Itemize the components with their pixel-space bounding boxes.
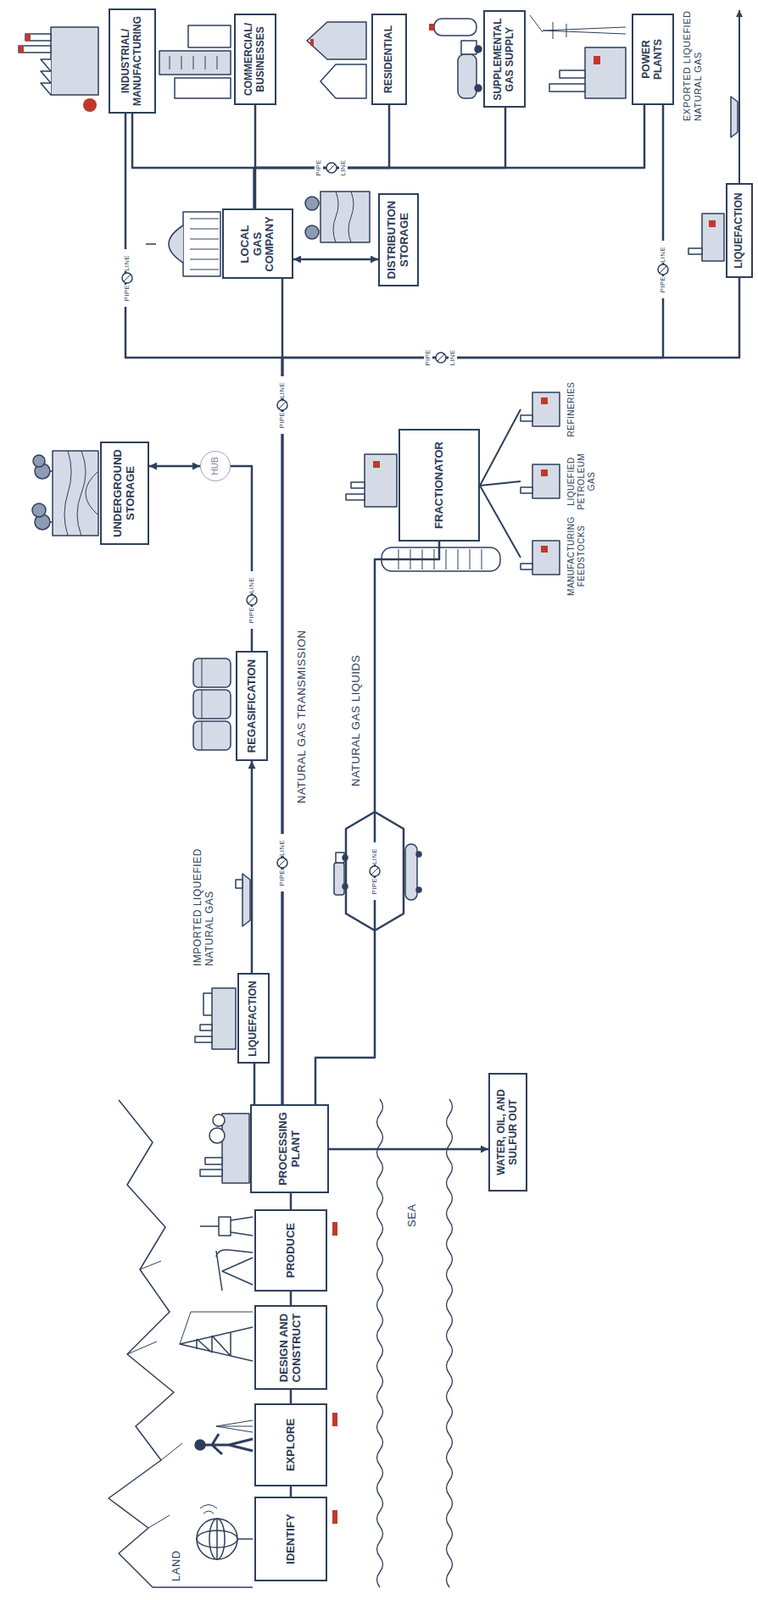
node-text: POWER PLANTS: [640, 20, 665, 99]
process-box: LIQUEFACTION: [237, 974, 270, 1065]
process-box: REGASIFICATION: [235, 651, 268, 762]
pipe-marker-text: PIPE: [278, 412, 287, 435]
flow-label: IMPORTED LIQUEFIED NATURAL GAS: [191, 839, 217, 967]
node-text: PROCESSING PLANT: [277, 1111, 303, 1188]
process-box: LIQUEFACTION: [725, 183, 753, 279]
node-text: RESIDENTIAL: [383, 25, 396, 94]
stage-box: EXPLORE: [254, 1404, 328, 1488]
pipeline-connector: [328, 1148, 489, 1152]
pipe-marker-text: LINE: [448, 346, 458, 369]
node-text: UNDERGROUND STORAGE: [111, 448, 138, 539]
customer-box: RESIDENTIAL: [371, 13, 407, 106]
pipe-marker-text: LINE: [658, 240, 668, 263]
hub-circle: HUB: [200, 451, 231, 482]
product-label: MANUFACTURING FEEDSTOCKS: [566, 516, 587, 597]
flow-label: EXPORTED LIQUEFIED NATURAL GAS: [681, 5, 704, 122]
process-box: FRACTIONATOR: [398, 429, 480, 542]
pipeline-connector: [254, 105, 645, 209]
region-label: SEA: [405, 1176, 419, 1228]
node-text: WATER, OIL, AND SULFUR OUT: [496, 1080, 520, 1186]
region-label: LAND: [169, 1531, 184, 1583]
output-box: WATER, OIL, AND SULFUR OUT: [488, 1073, 528, 1193]
node-text: REGASIFICATION: [245, 659, 259, 753]
pipeline-connector: [289, 1292, 293, 1306]
pipe-marker-text: PIPE: [658, 276, 668, 299]
pipeline-connector: [250, 761, 254, 974]
pipe-marker-text: LINE: [278, 376, 287, 399]
stage-box: PRODUCE: [254, 1209, 328, 1293]
node-text: PRODUCE: [284, 1223, 298, 1279]
pipe-marker-text: PIPE: [314, 156, 324, 179]
node-text: SUPPLEMENTAL GAS SUPPLY: [492, 17, 517, 102]
node-text: FRACTIONATOR: [433, 441, 446, 530]
node-text: DESIGN AND CONSTRUCT: [278, 1313, 304, 1385]
pipeline-connector: [289, 1487, 293, 1498]
pipe-marker-text: PIPE: [370, 878, 379, 901]
pipe-marker-text: LINE: [370, 842, 379, 865]
pipe-marker-text: LINE: [247, 571, 257, 594]
storage-box: UNDERGROUND STORAGE: [100, 441, 150, 546]
pipeline-connector: [289, 1390, 293, 1405]
process-box: PROCESSING PLANT: [250, 1104, 329, 1194]
pipe-marker-text: PIPE: [122, 284, 132, 307]
node-text: IDENTIFY: [284, 1514, 298, 1565]
node-text: LIQUEFACTION: [247, 980, 260, 1057]
customer-box: SUPPLEMENTAL GAS SUPPLY: [483, 11, 526, 109]
pipeline-connector: [132, 113, 255, 209]
node-text: COMMERCIAL/ BUSINESSES: [243, 20, 268, 99]
pipeline-connector: [149, 465, 201, 469]
pipeline-connector: [315, 541, 440, 1105]
product-label: LIQUEFIED PETROLEUM GAS: [566, 443, 597, 520]
pipeline-connector: [253, 1064, 257, 1105]
node-text: LOCAL GAS COMPANY: [239, 216, 278, 274]
company-box: LOCAL GAS COMPANY: [222, 209, 294, 280]
node-text: INDUSTRIAL/ MANUFACTURING: [120, 15, 145, 107]
pipe-marker-text: LINE: [122, 249, 132, 272]
node-text: LIQUEFACTION: [733, 192, 746, 268]
node-text: EXPLORE: [284, 1419, 298, 1472]
pipe-marker-text: PIPE: [278, 869, 287, 892]
product-label: REFINERIES: [566, 371, 577, 448]
pipeline-connector: [289, 1193, 293, 1210]
pipe-marker-text: PIPE: [247, 607, 257, 630]
flow-label: NATURAL GAS TRANSMISSION: [295, 574, 309, 804]
node-text: HUB: [210, 457, 221, 475]
flow-label: NATURAL GAS LIQUIDS: [349, 600, 363, 787]
pipe-marker-text: PIPE: [423, 346, 433, 369]
storage-box: DISTRIBUTION STORAGE: [378, 193, 419, 287]
pipeline-connector: [254, 105, 390, 209]
customer-box: POWER PLANTS: [631, 13, 675, 106]
pipe-marker-text: LINE: [278, 834, 287, 857]
pipeline-connector: [282, 105, 664, 1105]
node-text: DISTRIBUTION STORAGE: [385, 200, 412, 280]
stage-box: DESIGN AND CONSTRUCT: [254, 1306, 328, 1392]
pipe-marker-text: LINE: [339, 156, 348, 179]
stage-box: IDENTIFY: [254, 1497, 328, 1583]
customer-box: COMMERCIAL/ BUSINESSES: [234, 13, 277, 106]
pipeline-connector: [293, 258, 379, 262]
customer-box: INDUSTRIAL/ MANUFACTURING: [108, 8, 157, 114]
pipeline-connector: [282, 278, 740, 1105]
